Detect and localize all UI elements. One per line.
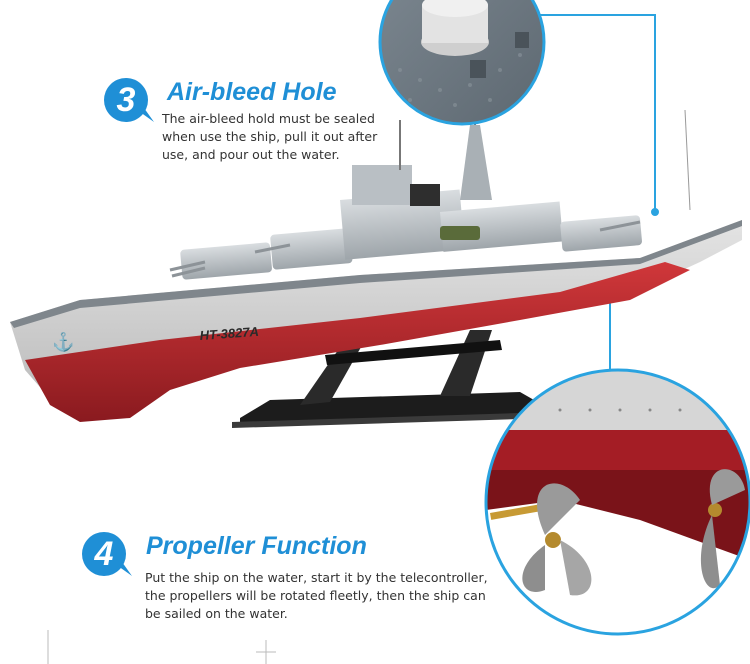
anchor-icon: ⚓ [52, 331, 74, 352]
description-line: use, and pour out the water. [162, 147, 340, 162]
propeller-title: Propeller Function [146, 532, 367, 560]
description-line: Put the ship on the water, start it by t… [145, 570, 488, 585]
propeller-description: Put the ship on the water, start it by t… [145, 569, 488, 623]
hull-code-label: HT-3827A [199, 324, 259, 343]
air-bleed-callout-line [540, 14, 659, 216]
propeller-zoom-circle [484, 368, 750, 636]
description-line: when use the ship, pull it out after [162, 129, 378, 144]
air-bleed-zoom-circle [378, 0, 546, 126]
step-4-number: 4 [94, 535, 114, 573]
description-line: the propellers will be rotated fleetly, … [145, 588, 486, 603]
description-line: The air-bleed hold must be sealed [162, 111, 375, 126]
step-4-badge: 4 [78, 530, 136, 580]
display-stand [232, 330, 552, 428]
air-bleed-description: The air-bleed hold must be sealed when u… [162, 110, 377, 164]
ship-hull: HT-3827A ⚓ [10, 220, 742, 422]
ship-superstructure [169, 108, 691, 280]
description-line: be sailed on the water. [145, 606, 288, 621]
step-3-badge: 3 [100, 76, 158, 126]
air-bleed-title: Air-bleed Hole [167, 78, 337, 106]
background-mast [47, 630, 276, 664]
step-3-number: 3 [116, 81, 136, 119]
